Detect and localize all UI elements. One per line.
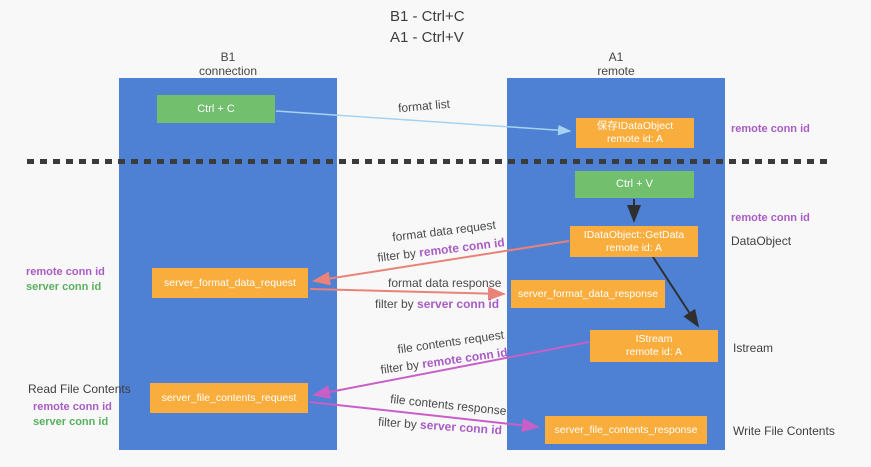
left-server-conn-id-1: server conn id (26, 281, 102, 293)
left-remote-conn-id-1: remote conn id (26, 266, 105, 278)
getdata-line2: remote id: A (605, 241, 663, 254)
left-column-role: connection (198, 64, 258, 78)
format-response-filter-prefix: filter by (375, 297, 414, 311)
title-line-1: B1 - Ctrl+C (390, 8, 465, 25)
istream-line2: remote id: A (625, 346, 683, 358)
server-format-data-response-label: server_format_data_response (517, 287, 659, 300)
format-request-filter-prefix: filter by (376, 246, 417, 265)
file-response-filter-label: filter by server conn id (378, 415, 503, 438)
right-istream-label: Istream (733, 341, 774, 355)
left-server-conn-id-2: server conn id (33, 416, 109, 428)
right-dataobject-label: DataObject (731, 234, 792, 248)
getdata-node: IDataObject::GetData remote id: A (570, 226, 698, 257)
right-column-role: remote (597, 64, 635, 78)
right-column-name: A1 (608, 50, 624, 64)
left-read-file-contents-label: Read File Contents (28, 382, 131, 396)
server-format-data-request-label: server_format_data_request (164, 276, 296, 289)
server-file-contents-response-node: server_file_contents_response (545, 416, 707, 444)
server-file-contents-response-label: server_file_contents_response (554, 423, 698, 436)
left-column-name: B1 (220, 50, 236, 64)
format-data-response-label: format data response (388, 276, 502, 290)
server-file-contents-request-node: server_file_contents_request (150, 383, 308, 413)
right-remote-conn-id-top: remote conn id (731, 123, 810, 135)
istream-line1: IStream (635, 333, 673, 345)
left-column-header: B1 connection (199, 50, 257, 78)
save-dataobject-line1: 保存IDataObject (596, 120, 674, 132)
dashed-divider-line (27, 159, 830, 164)
page-title: B1 - Ctrl+C A1 - Ctrl+V (390, 6, 465, 48)
title-line-2: A1 - Ctrl+V (390, 29, 464, 46)
ctrl-c-node: Ctrl + C (157, 95, 275, 123)
right-column-header: A1 remote (597, 50, 634, 78)
format-response-filter-label: filter by server conn id (375, 297, 499, 311)
getdata-line1: IDataObject::GetData (583, 228, 685, 241)
right-write-file-contents-label: Write File Contents (733, 424, 835, 438)
save-dataobject-node: 保存IDataObject remote id: A (576, 118, 694, 148)
server-file-contents-request-label: server_file_contents_request (161, 391, 297, 404)
ctrl-v-node: Ctrl + V (575, 171, 694, 198)
server-format-data-request-node: server_format_data_request (152, 268, 308, 298)
save-dataobject-line2: remote id: A (606, 133, 664, 145)
format-list-label: format list (397, 96, 451, 116)
server-format-data-response-node: server_format_data_response (511, 280, 665, 308)
format-response-filter-target: server conn id (417, 297, 500, 311)
file-contents-response-label: file contents response (389, 391, 508, 419)
ctrl-c-label: Ctrl + C (197, 102, 235, 115)
left-remote-conn-id-2: remote conn id (33, 401, 112, 413)
right-remote-conn-id-mid: remote conn id (731, 212, 810, 224)
istream-node: IStream remote id: A (590, 330, 718, 362)
file-request-filter-prefix: filter by (379, 357, 420, 377)
file-response-filter-target: server conn id (419, 417, 503, 438)
ctrl-v-label: Ctrl + V (616, 178, 653, 190)
file-response-filter-prefix: filter by (377, 414, 418, 432)
